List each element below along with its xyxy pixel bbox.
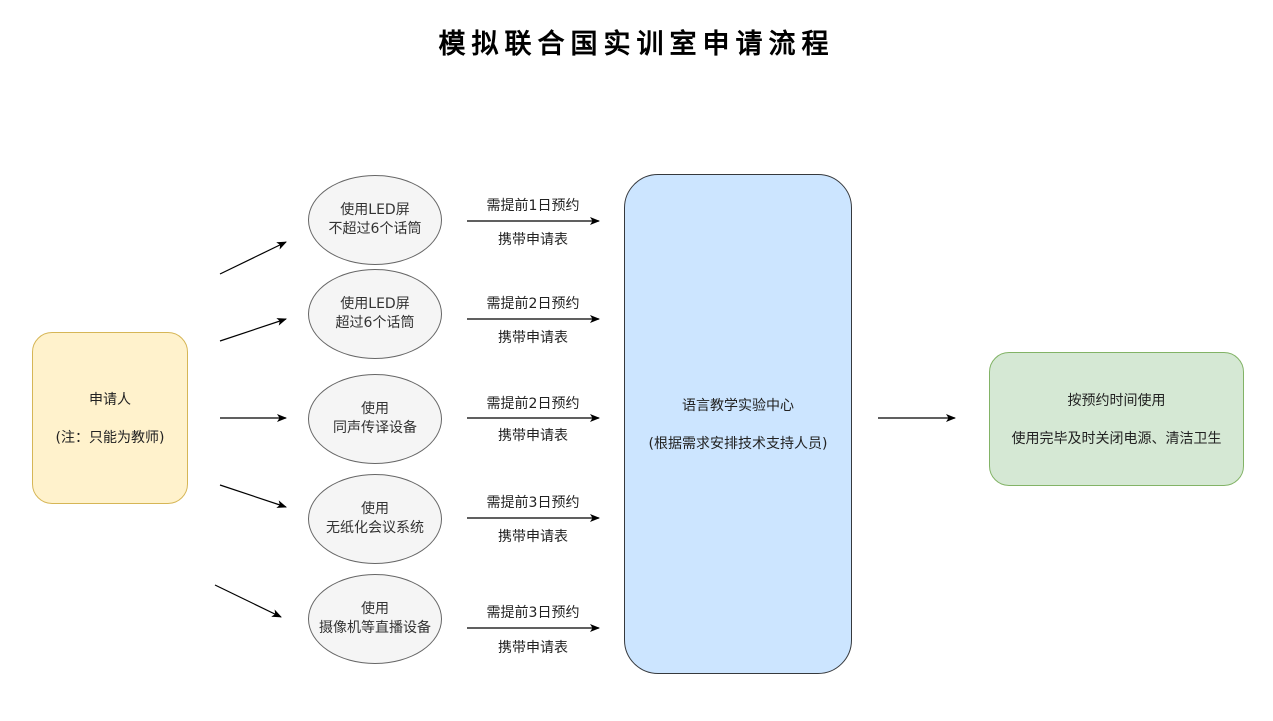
equipment-node-led-many-mics[interactable]: 使用LED屏 超过6个话筒	[308, 269, 442, 359]
equipment-line2: 摄像机等直播设备	[319, 620, 431, 636]
applicant-label: 申请人	[89, 392, 131, 408]
equipment-line1: 使用LED屏	[340, 296, 410, 312]
equipment-line2: 超过6个话筒	[335, 315, 415, 331]
equipment-line1: 使用	[361, 401, 389, 417]
center-label: 语言教学实验中心	[682, 398, 794, 414]
equipment-line1: 使用	[361, 501, 389, 517]
arrow-applicant-to-led-many	[219, 318, 287, 342]
equipment-node-paperless[interactable]: 使用 无纸化会议系统	[308, 474, 442, 564]
usage-node[interactable]: 按预约时间使用 使用完毕及时关闭电源、清洁卫生	[989, 352, 1244, 486]
edge-label-advance: 需提前2日预约	[486, 396, 580, 412]
language-center-node[interactable]: 语言教学实验中心 (根据需求安排技术支持人员)	[624, 174, 852, 674]
usage-label: 按预约时间使用	[1067, 393, 1166, 409]
applicant-note: (注：只能为教师)	[55, 430, 165, 446]
equipment-line1: 使用LED屏	[340, 202, 410, 218]
equipment-line2: 无纸化会议系统	[326, 520, 424, 536]
edge-label-carry: 携带申请表	[498, 232, 568, 248]
edge-label-advance: 需提前1日预约	[486, 198, 580, 214]
equipment-line1: 使用	[361, 601, 389, 617]
diagram-title: 模拟联合国实训室申请流程	[438, 29, 835, 60]
edge-label-advance: 需提前3日预约	[486, 605, 580, 621]
edge-label-advance: 需提前3日预约	[486, 495, 580, 511]
usage-note: 使用完毕及时关闭电源、清洁卫生	[1011, 431, 1222, 447]
applicant-node[interactable]: 申请人 (注：只能为教师)	[32, 332, 188, 504]
edge-label-carry: 携带申请表	[498, 330, 568, 346]
edge-label-carry: 携带申请表	[498, 529, 568, 545]
equipment-node-interpretation[interactable]: 使用 同声传译设备	[308, 374, 442, 464]
arrow-applicant-to-broadcast	[214, 584, 282, 618]
equipment-node-broadcast[interactable]: 使用 摄像机等直播设备	[308, 574, 442, 664]
equipment-node-led-few-mics[interactable]: 使用LED屏 不超过6个话筒	[308, 175, 442, 265]
center-note: (根据需求安排技术支持人员)	[648, 436, 828, 452]
arrow-applicant-to-led-few	[219, 241, 287, 275]
edge-label-carry: 携带申请表	[498, 640, 568, 656]
arrow-applicant-to-paperless	[219, 484, 287, 508]
edge-label-carry: 携带申请表	[498, 428, 568, 444]
edge-label-advance: 需提前2日预约	[486, 296, 580, 312]
equipment-line2: 不超过6个话筒	[328, 221, 422, 237]
equipment-line2: 同声传译设备	[333, 420, 417, 436]
